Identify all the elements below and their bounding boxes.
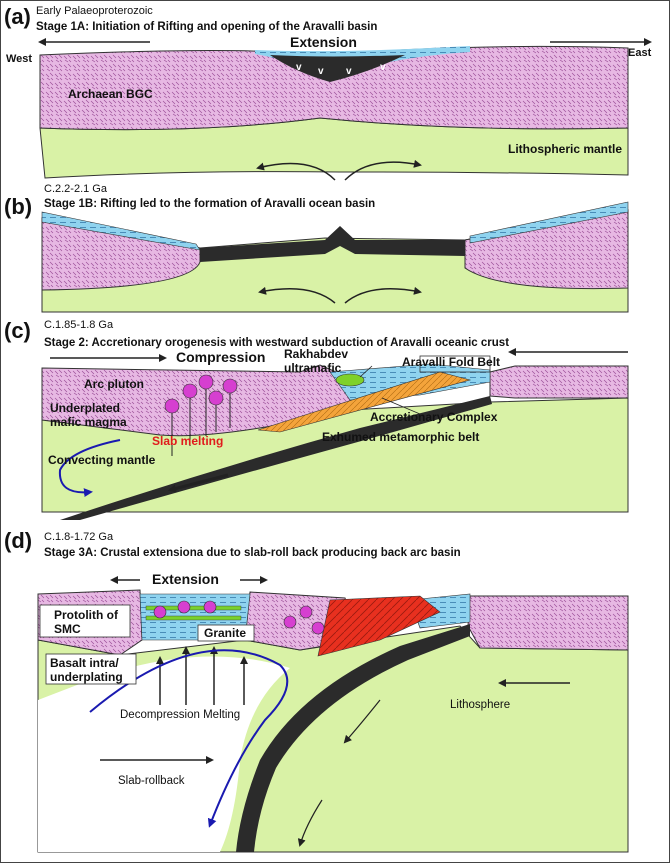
panel-d: (d) C.1.8-1.72 Ga Stage 3A: Crustal exte… [4,528,629,853]
panel-a-extension-label: Extension [290,34,357,50]
granite-box [197,624,255,642]
east-label: East [628,47,652,59]
panel-b-crust-right [464,209,629,290]
rakhabdev-ultramafic-body [335,373,365,387]
panel-d-extension-label: Extension [152,571,219,587]
underplating-label: underplating [50,670,123,684]
panel-c-tag: (c) [4,318,31,343]
lithosphere-label: Lithosphere [450,699,510,711]
mafic-magma-label: mafic magma [50,415,127,429]
panel-b-stage: Stage 1B: Rifting led to the formation o… [44,198,375,210]
arc-pluton-blob [182,383,198,399]
basalt-box [45,653,137,685]
panel-d-crust-right [467,595,629,651]
convecting-mantle-label: Convecting mantle [48,453,156,467]
svg-text:v: v [380,62,386,73]
rakhabdev-label: Rakhabdev [284,347,348,361]
panel-a-v-marks: v v v v [296,62,386,77]
slab-melting-label: Slab melting [152,434,223,448]
arc-pluton-blob [222,378,238,394]
panel-d-age: C.1.8-1.72 Ga [44,531,114,543]
basalt-label: Basalt intra/ [50,656,119,670]
granite-pluton [299,605,313,619]
panel-a-rift-basalt [270,55,405,82]
exhumed-metamorphic-belt-label: Exhumed metamorphic belt [322,430,479,444]
panel-a-tag: (a) [4,4,31,29]
protolith-box [39,604,131,638]
panel-d-slab [236,624,470,852]
granite-pluton [283,615,297,629]
panel-b: (b) C.2.2-2.1 Ga Stage 1B: Rifting led t… [4,183,629,313]
magma-conduits [171,389,231,456]
underplated-label: Underplated [50,401,120,415]
aravalli-fold-belt-label: Aravalli Fold Belt [402,355,500,369]
panel-a-flow-right-arrow [344,159,422,181]
panel-c-slab [60,396,492,520]
panel-c-crust-right [489,365,629,399]
panel-a: v v v v (a) Early Palaeoproterozoic Stag… [4,4,652,181]
panel-b-flow-left-arrow [258,286,336,304]
panel-c-stage: Stage 2: Accretionary orogenesis with we… [44,337,509,349]
west-label: West [6,53,32,65]
panel-c-accretionary-wedge [257,371,472,433]
granite-pluton [203,600,217,614]
panel-d-asthenosphere [38,656,290,852]
svg-text:v: v [346,66,352,77]
panel-d-stage: Stage 3A: Crustal extensiona due to slab… [44,547,461,559]
slab-descent-arrow [343,699,381,744]
lithospheric-mantle-label: Lithospheric mantle [508,142,622,156]
arc-plutons [164,374,238,456]
panel-a-age: Early Palaeoproterozoic [36,5,153,17]
granite-pluton [311,621,325,635]
panel-b-age: C.2.2-2.1 Ga [44,183,108,195]
decompression-melting-label: Decompression Melting [120,709,240,721]
subduction-direction-arrow [168,473,229,493]
slab-descent-arrow-lower [297,799,323,847]
panel-c: (c) C.1.85-1.8 Ga Stage 2: Accretionary … [4,318,629,520]
slab-rollback-label: Slab-rollback [118,775,185,787]
svg-text:v: v [318,66,324,77]
archaean-bgc-label: Archaean BGC [68,87,153,101]
svg-text:v: v [296,62,302,73]
fold-belt-box [419,355,491,373]
panel-b-oceanic-crust [200,226,465,262]
compression-label: Compression [176,349,265,365]
panel-b-flow-right-arrow [344,286,422,304]
panel-c-age: C.1.85-1.8 Ga [44,319,114,331]
convecting-mantle-arrow [58,439,121,498]
basalt-sills [145,605,242,621]
panel-d-tag: (d) [4,528,32,553]
mantle-flow-arrow [89,649,289,828]
arc-pluton-blob [164,398,180,414]
panel-a-stage: Stage 1A: Initiation of Rifting and open… [36,21,377,33]
arc-pluton-blob [198,374,214,390]
accretionary-complex-label: Accretionary Complex [370,410,498,424]
ultramafic-label: ultramafic [284,361,342,375]
panel-b-sediment-right [469,201,629,244]
accretionary-leader [381,397,421,415]
rakhabdev-leader [359,365,373,378]
granite-pluton [153,605,167,619]
arc-pluton-label: Arc pluton [84,377,144,391]
panel-b-crust-left [41,217,201,291]
arc-pluton-blob [208,390,224,406]
panel-a-flow-left-arrow [256,162,336,181]
granite-pluton [177,600,191,614]
granite-label: Granite [204,626,246,640]
smc-label: SMC [54,622,81,636]
panel-b-tag: (b) [4,194,32,219]
protolith-label: Protolith of [54,608,119,622]
panel-d-red-belt [317,595,441,657]
